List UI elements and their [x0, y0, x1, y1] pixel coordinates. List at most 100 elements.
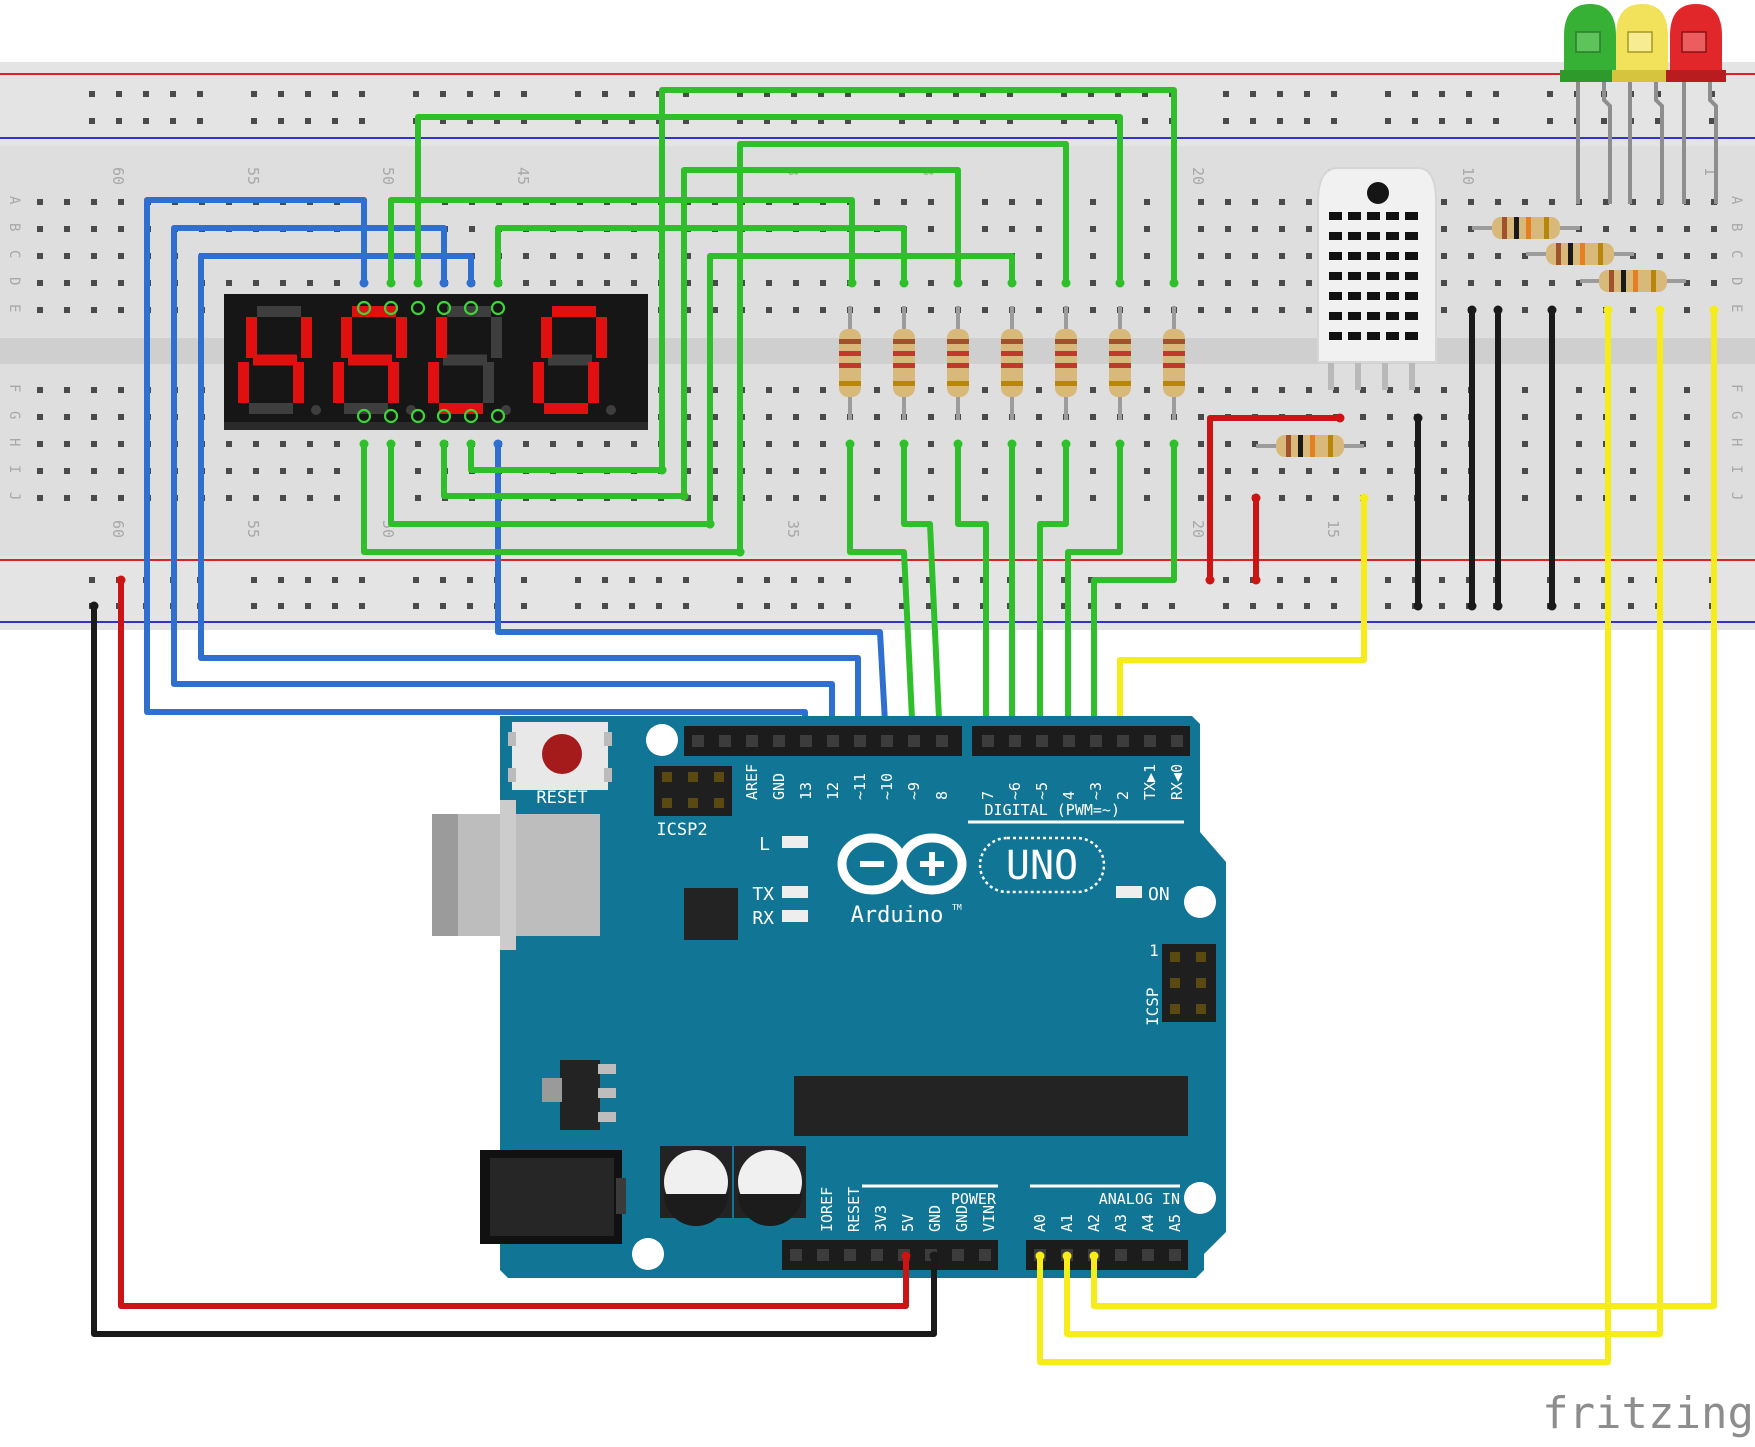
rail-hole — [764, 603, 770, 609]
rail-hole — [953, 577, 959, 583]
rail-hole — [1628, 577, 1634, 583]
digital-pin-label: ~6 — [1006, 782, 1024, 800]
reset-button-cap[interactable] — [542, 734, 582, 774]
header-socket[interactable] — [790, 1249, 802, 1261]
breadboard-hole — [1630, 226, 1636, 232]
header-socket[interactable] — [908, 735, 920, 747]
breadboard-hole — [928, 414, 934, 420]
header-socket[interactable] — [844, 1249, 856, 1261]
breadboard-hole — [1522, 468, 1528, 474]
header-socket[interactable] — [1117, 735, 1129, 747]
breadboard-hole — [766, 307, 772, 313]
resistor-band — [1001, 351, 1023, 356]
header-socket[interactable] — [952, 1249, 964, 1261]
breadboard-hole — [1603, 226, 1609, 232]
resistor-band — [893, 351, 915, 356]
header-socket[interactable] — [1063, 735, 1075, 747]
rail-hole — [89, 91, 95, 97]
rail-hole — [1412, 118, 1418, 124]
header-socket[interactable] — [979, 1249, 991, 1261]
header-socket[interactable] — [854, 735, 866, 747]
rail-hole — [1088, 91, 1094, 97]
header-socket[interactable] — [719, 735, 731, 747]
header-socket[interactable] — [1169, 1249, 1181, 1261]
wire-yellow-end — [1603, 305, 1613, 315]
breadboard-hole — [577, 280, 583, 286]
resistor-band — [1001, 363, 1023, 368]
breadboard-hole — [1036, 307, 1042, 313]
breadboard-hole — [1306, 468, 1312, 474]
header-socket[interactable] — [982, 735, 994, 747]
header-socket[interactable] — [881, 735, 893, 747]
breadboard-hole — [1522, 307, 1528, 313]
rail-hole — [332, 118, 338, 124]
breadboard-hole — [982, 280, 988, 286]
header-socket[interactable] — [1090, 735, 1102, 747]
breadboard-hole — [793, 387, 799, 393]
breadboard-hole — [469, 226, 475, 232]
segment-g — [253, 354, 297, 366]
breadboard-hole — [1144, 495, 1150, 501]
mount-hole — [632, 1238, 664, 1270]
header-socket[interactable] — [871, 1249, 883, 1261]
rail-hole — [143, 118, 149, 124]
display-pin — [410, 408, 426, 424]
breadboard-hole — [1090, 226, 1096, 232]
rail-hole — [791, 577, 797, 583]
breadboard-hole — [928, 226, 934, 232]
header-socket[interactable] — [817, 1249, 829, 1261]
breadboard-hole — [1711, 253, 1717, 259]
wire-yellow — [1064, 307, 1663, 1337]
vent-slot — [1367, 312, 1380, 320]
rail-hole — [494, 118, 500, 124]
rail-hole — [1601, 118, 1607, 124]
breadboard-hole — [1225, 441, 1231, 447]
wire-black-end — [929, 1251, 939, 1261]
col-number: 15 — [1324, 520, 1342, 538]
header-socket[interactable] — [1144, 735, 1156, 747]
led-die — [1575, 31, 1601, 53]
rail-hole — [1385, 603, 1391, 609]
decimal-point — [311, 405, 321, 415]
header-socket[interactable] — [692, 735, 704, 747]
header-socket[interactable] — [773, 735, 785, 747]
breadboard-hole — [1468, 226, 1474, 232]
resistor — [1163, 306, 1185, 420]
on-label: ON — [1148, 884, 1170, 905]
jack-face — [490, 1158, 614, 1236]
wire-black-end — [89, 601, 99, 611]
rail-hole — [521, 603, 527, 609]
breadboard-hole — [982, 387, 988, 393]
breadboard-hole — [1684, 280, 1690, 286]
breadboard-hole — [1144, 253, 1150, 259]
row-letter: G — [1728, 411, 1744, 419]
header-socket[interactable] — [1009, 735, 1021, 747]
vent-slot — [1405, 212, 1418, 220]
header-socket[interactable] — [800, 735, 812, 747]
sensor-leg — [1409, 346, 1415, 390]
header-socket[interactable] — [1036, 735, 1048, 747]
header-socket[interactable] — [936, 735, 948, 747]
header-pin — [1170, 978, 1180, 988]
header-pin — [688, 798, 698, 808]
breadboard-hole — [1252, 253, 1258, 259]
breadboard-hole — [1441, 468, 1447, 474]
leds — [1560, 4, 1726, 204]
breadboard-hole — [1684, 307, 1690, 313]
header-socket[interactable] — [1171, 735, 1183, 747]
rail-hole — [953, 603, 959, 609]
header-socket[interactable] — [1142, 1249, 1154, 1261]
breadboard-hole — [928, 468, 934, 474]
row-letters: A B C D E F G H I J A B C D E F G H I J — [6, 196, 1744, 500]
header-socket[interactable] — [746, 735, 758, 747]
breadboard-hole — [253, 280, 259, 286]
header-socket[interactable] — [1115, 1249, 1127, 1261]
header-socket[interactable] — [827, 735, 839, 747]
breadboard-hole — [1441, 414, 1447, 420]
resistor-band — [893, 363, 915, 368]
trademark-label: TM — [952, 903, 962, 912]
breadboard-hole — [928, 280, 934, 286]
rail-hole — [575, 603, 581, 609]
breadboard-hole — [37, 199, 43, 205]
wire-green-end — [493, 278, 503, 288]
